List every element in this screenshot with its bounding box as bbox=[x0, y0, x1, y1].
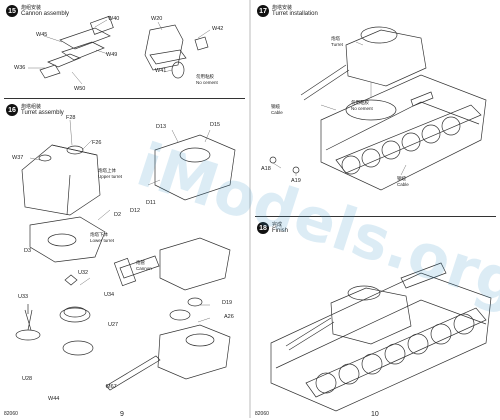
lower-turret-en: Lower turret bbox=[90, 238, 115, 243]
upper-turret-cn: 炮塔上体 bbox=[98, 168, 116, 173]
left-page: 15 炮组安装 Cannon assembly W40 W45 W49 W36 … bbox=[0, 0, 249, 418]
part-d2: D2 bbox=[114, 212, 122, 218]
part-f26: F26 bbox=[92, 140, 102, 146]
step-number-badge: 16 bbox=[6, 104, 18, 116]
step-title: 炮塔组装 Turret assembly bbox=[21, 104, 64, 116]
step-title: 炮组安装 Cannon assembly bbox=[21, 5, 69, 17]
part-m67: M67 bbox=[106, 384, 117, 390]
no-cement-en: No cement bbox=[196, 80, 218, 85]
kit-number: 82060 bbox=[255, 411, 269, 417]
finished-tank-drawing bbox=[270, 262, 492, 412]
step-number-badge: 18 bbox=[257, 222, 269, 234]
right-page: 17 炮塔安装 Turret installation bbox=[251, 0, 500, 418]
step-title-cn: 炮塔组装 bbox=[21, 104, 42, 110]
no-cement-en: No cement bbox=[351, 106, 373, 111]
part-w44: W44 bbox=[48, 396, 60, 402]
step-number-badge: 15 bbox=[6, 5, 18, 17]
part-w45: W45 bbox=[36, 32, 48, 38]
step-title-cn: 炮塔安装 bbox=[272, 5, 293, 11]
cannon-en: Cannon bbox=[136, 266, 152, 271]
part-d3: D3 bbox=[24, 248, 32, 254]
part-w42: W42 bbox=[212, 26, 224, 32]
page-number: 10 bbox=[371, 411, 379, 418]
step-title: 炮塔安装 Turret installation bbox=[272, 5, 318, 17]
step-title-cn: 炮组安装 bbox=[21, 5, 42, 11]
lower-turret-cn: 炮塔下体 bbox=[90, 232, 108, 237]
step-title-en: Turret installation bbox=[272, 11, 318, 17]
page-number: 9 bbox=[120, 411, 124, 418]
part-u28: U28 bbox=[22, 376, 33, 382]
part-d19: D19 bbox=[222, 300, 233, 306]
no-cement-cn: 勿用粘胶 bbox=[196, 74, 214, 79]
part-w20: W20 bbox=[151, 16, 163, 22]
turret-en: Turret bbox=[331, 42, 343, 47]
part-d15: D15 bbox=[210, 122, 221, 128]
turret-assembly-drawing bbox=[15, 119, 236, 391]
step-15-header: 15 炮组安装 Cannon assembly bbox=[6, 5, 69, 17]
cable-cn: 钢缆 bbox=[271, 104, 280, 109]
step-title-cn: 完成 bbox=[272, 222, 283, 228]
step-title: 完成 Finish bbox=[272, 222, 288, 234]
part-w40: W40 bbox=[108, 16, 120, 22]
part-u32: U32 bbox=[78, 270, 89, 276]
part-u34: U34 bbox=[104, 292, 115, 298]
part-w37: W37 bbox=[12, 155, 24, 161]
step-divider bbox=[255, 216, 496, 217]
cable2-en: Cable bbox=[397, 182, 409, 187]
part-w36: W36 bbox=[14, 65, 26, 71]
step-title-en: Turret assembly bbox=[21, 110, 64, 116]
turret-installation-drawing bbox=[269, 26, 487, 191]
step-18-header: 18 完成 Finish bbox=[257, 222, 288, 234]
cannon-assembly-drawing bbox=[28, 15, 211, 85]
cable-en: Cable bbox=[271, 110, 283, 115]
part-u27: U27 bbox=[108, 322, 119, 328]
step-title-en: Finish bbox=[272, 228, 289, 234]
part-a26: A26 bbox=[224, 314, 234, 320]
part-w50: W50 bbox=[74, 86, 86, 92]
part-d13: D13 bbox=[156, 124, 167, 130]
part-d11: D11 bbox=[146, 200, 156, 206]
part-u33: U33 bbox=[18, 294, 29, 300]
page-gutter bbox=[249, 0, 251, 418]
step-16-header: 16 炮塔组装 Turret assembly bbox=[6, 104, 64, 116]
part-w41: W41 bbox=[155, 68, 167, 74]
step-number-badge: 17 bbox=[257, 5, 269, 17]
cable2-cn: 钢缆 bbox=[397, 176, 406, 181]
step-divider bbox=[4, 98, 245, 99]
part-d12: D12 bbox=[130, 208, 141, 214]
part-w49: W49 bbox=[106, 52, 118, 58]
no-cement-cn: 勿用粘胶 bbox=[351, 100, 369, 105]
part-f28: F28 bbox=[66, 115, 76, 121]
kit-number: 82060 bbox=[4, 411, 18, 417]
part-a19: A19 bbox=[291, 178, 301, 184]
turret-cn: 炮塔 bbox=[331, 36, 340, 41]
step-title-en: Cannon assembly bbox=[21, 11, 70, 17]
upper-turret-en: Upper turret bbox=[98, 174, 123, 179]
cannon-cn: 炮管 bbox=[136, 260, 145, 265]
part-a18: A18 bbox=[261, 166, 271, 172]
step-17-header: 17 炮塔安装 Turret installation bbox=[257, 5, 318, 17]
